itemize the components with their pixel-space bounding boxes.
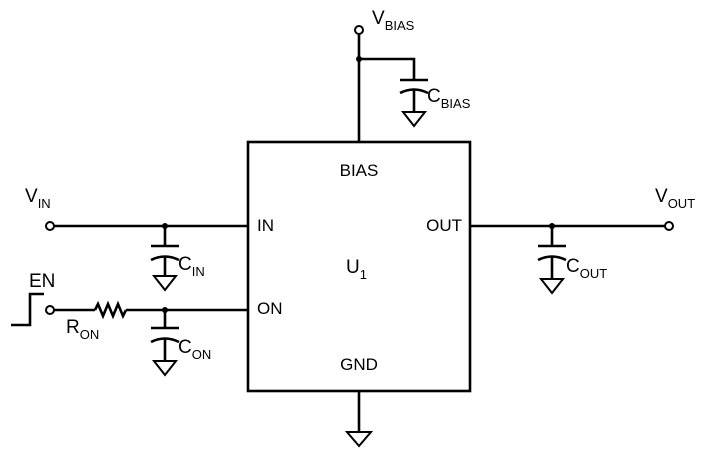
cin-capacitor bbox=[150, 244, 180, 276]
cout-ground-icon bbox=[538, 278, 566, 295]
cbias-label: CBIAS bbox=[427, 86, 471, 111]
cin-ground-icon bbox=[151, 275, 179, 292]
vin-label: VIN bbox=[25, 186, 51, 211]
en-label: EN bbox=[29, 271, 55, 292]
chip-name-u1: U1 bbox=[346, 257, 367, 282]
ron-resistor bbox=[93, 300, 128, 320]
vout-terminal bbox=[664, 221, 674, 231]
chip-ground-icon bbox=[344, 431, 374, 448]
cin-label: CIN bbox=[178, 254, 205, 279]
pin-label-in: IN bbox=[257, 216, 274, 235]
en-step-icon bbox=[11, 292, 44, 327]
vout-label: VOUT bbox=[655, 186, 695, 211]
pin-label-bias: BIAS bbox=[340, 161, 379, 180]
ron-label: RON bbox=[66, 317, 99, 342]
vbias-terminal bbox=[354, 25, 364, 35]
pin-label-on: ON bbox=[257, 299, 283, 318]
pin-label-gnd: GND bbox=[340, 355, 378, 374]
vin-terminal bbox=[45, 221, 55, 231]
con-capacitor bbox=[150, 326, 180, 361]
cout-label: COUT bbox=[566, 256, 607, 281]
chip-u1-body bbox=[246, 140, 472, 393]
con-ground-icon bbox=[151, 360, 179, 377]
en-terminal bbox=[45, 305, 55, 315]
vbias-label: VBIAS bbox=[372, 8, 415, 33]
cout-capacitor bbox=[537, 244, 567, 279]
pin-label-out: OUT bbox=[426, 216, 462, 235]
cbias-capacitor bbox=[399, 78, 429, 112]
cbias-ground-icon bbox=[400, 111, 428, 128]
cbias-wire bbox=[359, 57, 416, 80]
con-label: CON bbox=[178, 337, 211, 362]
